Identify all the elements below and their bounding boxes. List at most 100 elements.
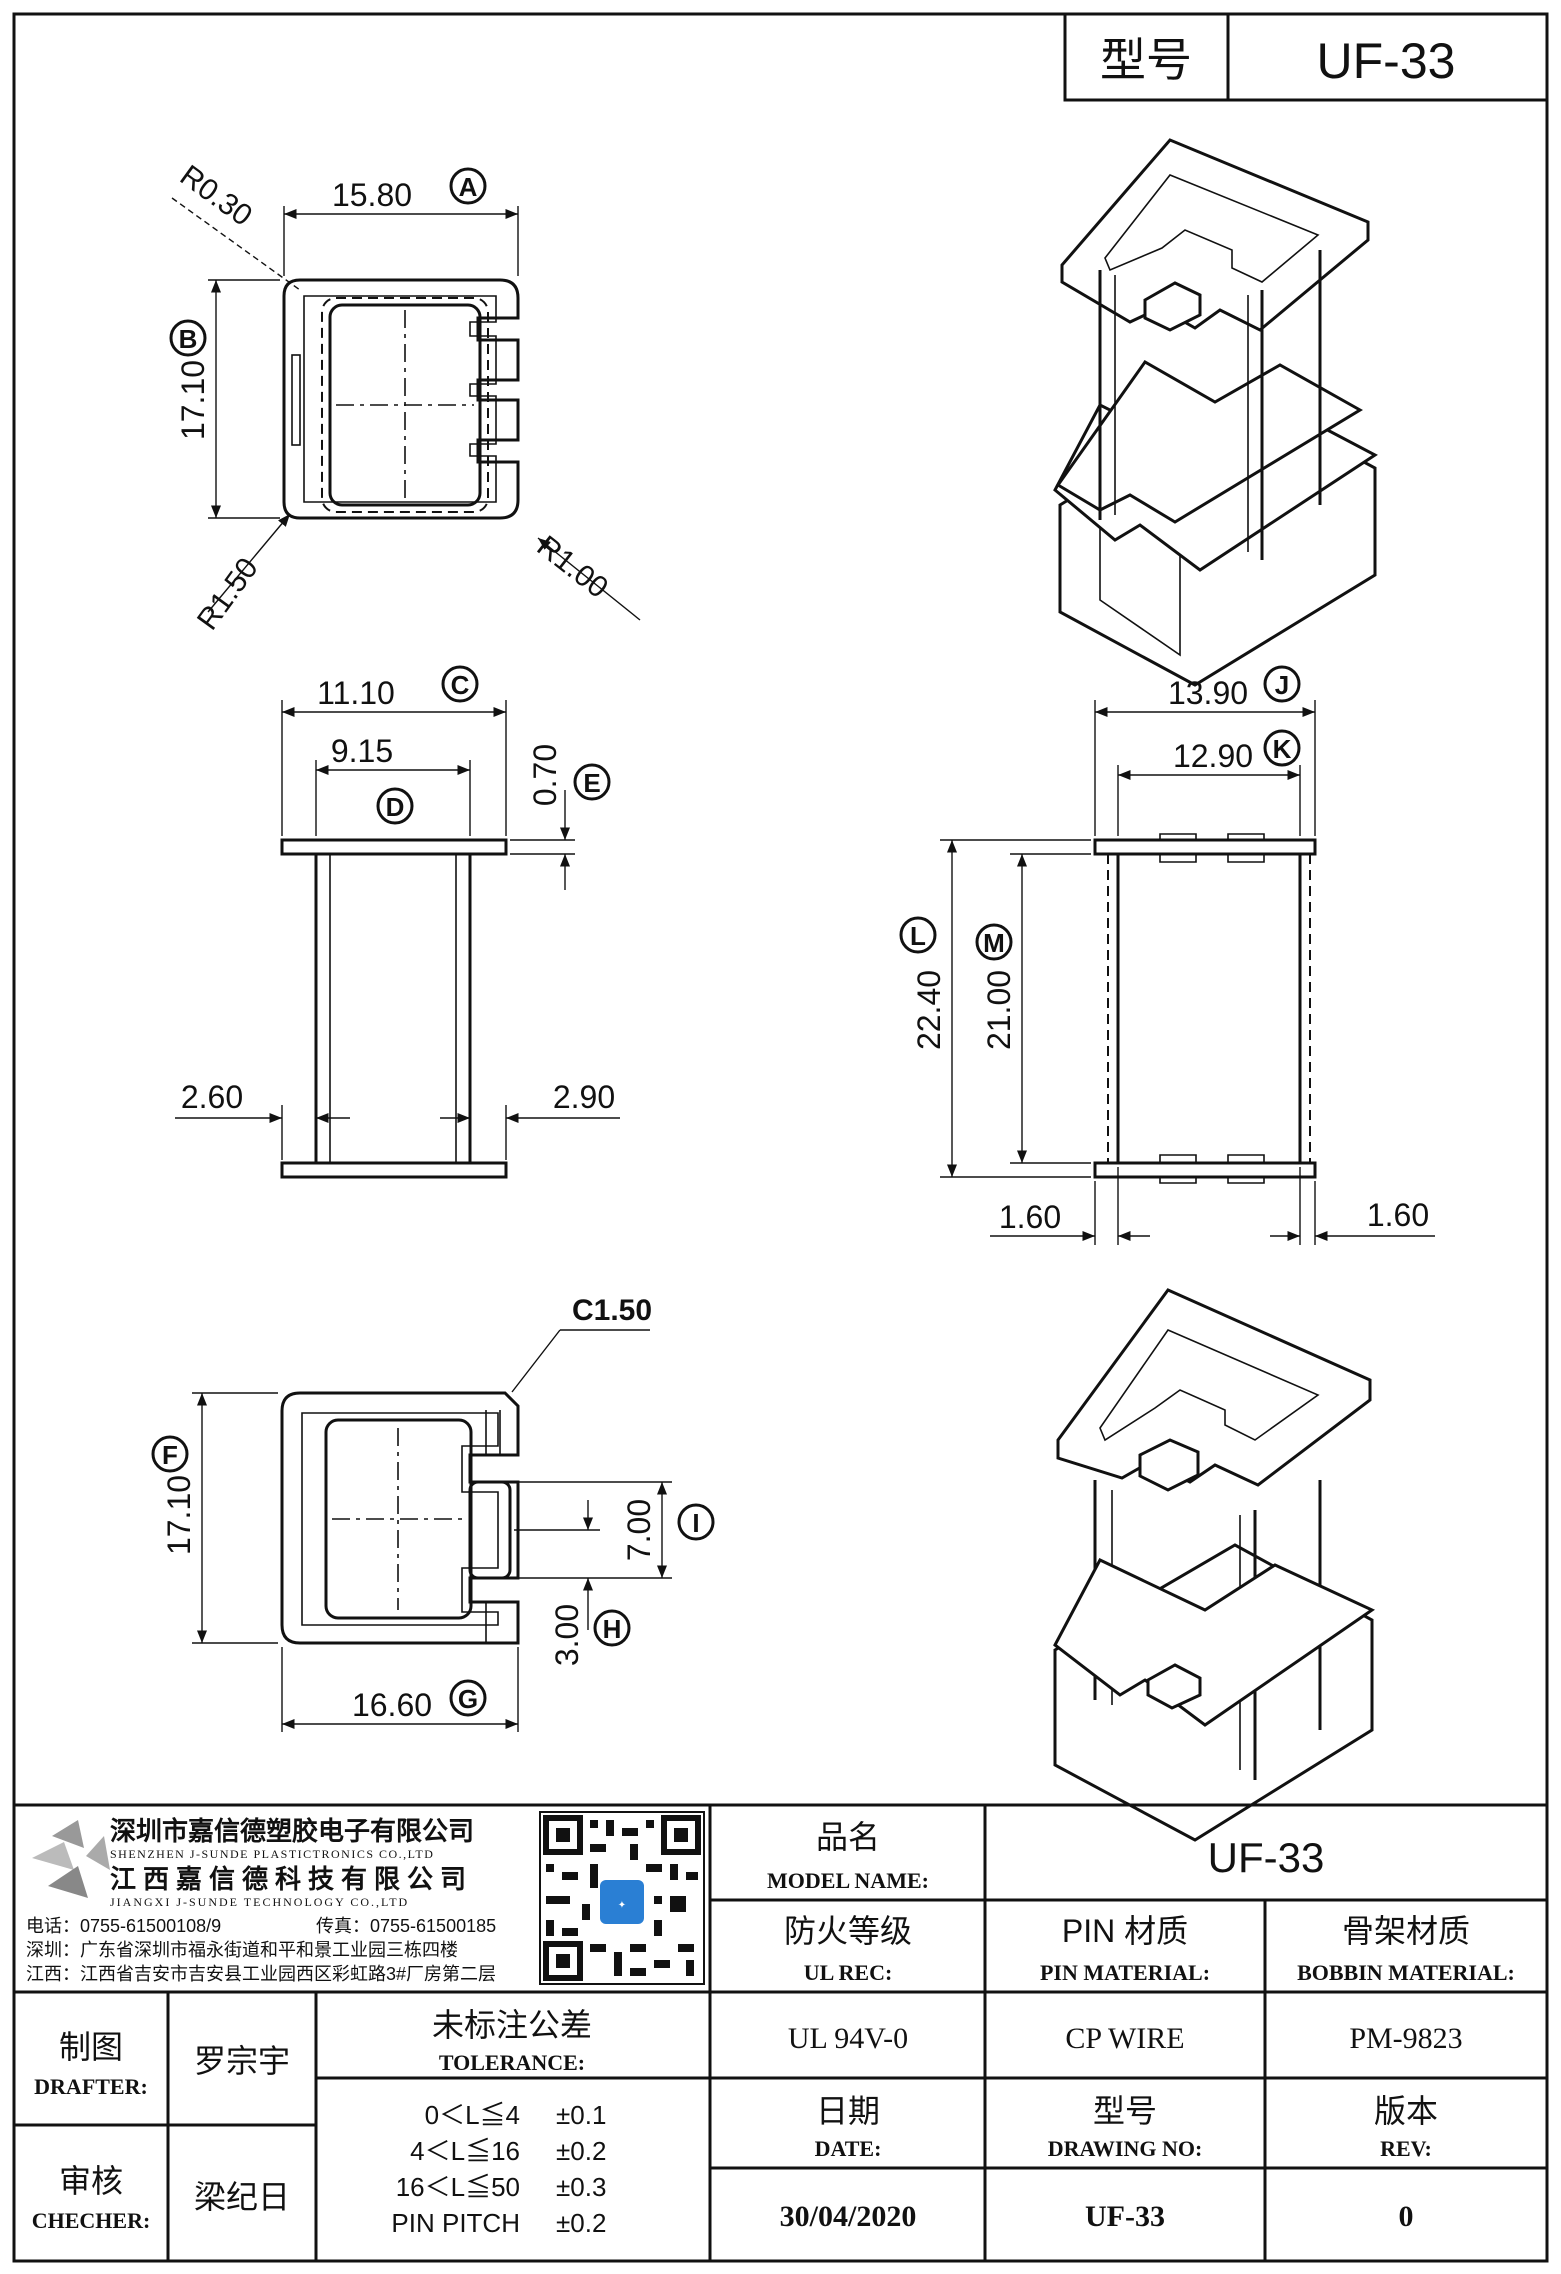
dim-side-right-value: 2.90 <box>553 1079 615 1115</box>
model-name-value: UF-33 <box>1208 1834 1325 1881</box>
company-name-en: SHENZHEN J-SUNDE PLASTICTRONICS CO.,LTD <box>110 1847 434 1861</box>
dim-front-left-value: 1.60 <box>999 1199 1061 1235</box>
tolerance-range-2: 4＜L≦16 <box>410 2136 520 2166</box>
title-label: 型号 <box>1100 34 1192 86</box>
top-view: 15.80 17.10 R0.30 R1.50 R1.00 A B <box>169 159 641 636</box>
balloon-f: F <box>151 1435 189 1473</box>
balloon-b: B <box>169 319 207 357</box>
drawing-no-cn: 型号 <box>1093 2093 1157 2129</box>
company-logo <box>32 1820 110 1898</box>
svg-text:D: D <box>386 792 405 822</box>
svg-text:C: C <box>451 670 470 700</box>
checker-cn: 审核 <box>59 2163 123 2199</box>
balloon-e: E <box>573 763 611 801</box>
dim-side-left-value: 2.60 <box>181 1079 243 1115</box>
iso-view-top <box>1053 138 1378 687</box>
dim-g-value: 16.60 <box>352 1687 432 1723</box>
dim-d-value: 9.15 <box>331 733 393 769</box>
title-value: UF-33 <box>1317 33 1456 89</box>
tolerance-range-1: 0＜L≦4 <box>425 2100 520 2130</box>
company-name-cn: 深圳市嘉信德塑胶电子有限公司 <box>110 1816 474 1846</box>
svg-text:H: H <box>603 1614 622 1644</box>
svg-text:M: M <box>983 928 1005 958</box>
dim-r030-value: R0.30 <box>174 159 258 233</box>
svg-text:A: A <box>459 172 478 202</box>
tolerance-en: TOLERANCE: <box>439 2050 585 2075</box>
dim-e-value: 0.70 <box>527 744 563 806</box>
balloon-k: K <box>1263 729 1301 767</box>
dim-r150-value: R1.50 <box>191 552 265 636</box>
balloon-a: A <box>449 167 487 205</box>
company-addr-jx: 江西：江西省吉安市吉安县工业园西区彩虹路3#厂房第二层 <box>26 1964 496 1984</box>
bobbin-material-en: BOBBIN MATERIAL: <box>1297 1960 1515 1985</box>
company-fax: 传真：0755-61500185 <box>316 1916 496 1936</box>
balloon-m: M <box>975 923 1013 961</box>
svg-text:G: G <box>458 1684 478 1714</box>
tolerance-table: 0＜L≦4 ±0.1 4＜L≦16 ±0.2 16＜L≦50 ±0.3 PIN … <box>391 2100 606 2238</box>
date-cn: 日期 <box>816 2093 880 2129</box>
svg-text:E: E <box>583 768 600 798</box>
svg-text:I: I <box>692 1508 699 1538</box>
dim-chamfer-value: C1.50 <box>572 1294 652 1327</box>
company2-name-en: JIANGXI J-SUNDE TECHNOLOGY CO.,LTD <box>110 1895 409 1909</box>
date-en: DATE: <box>815 2136 882 2161</box>
dim-k-value: 12.90 <box>1173 738 1253 774</box>
checker-value: 梁纪日 <box>194 2179 290 2215</box>
checker-en: CHECHER: <box>32 2208 151 2233</box>
dim-m-value: 21.00 <box>981 970 1017 1050</box>
ul-rec-value: UL 94V-0 <box>788 2022 908 2055</box>
dim-r100-value: R1.00 <box>531 530 614 605</box>
company-phone: 电话：0755-61500108/9 <box>26 1916 221 1936</box>
dim-b-value: 17.10 <box>175 360 211 440</box>
svg-text:B: B <box>179 324 198 354</box>
tolerance-cn: 未标注公差 <box>432 2007 592 2043</box>
drawing-no-en: DRAWING NO: <box>1048 2136 1203 2161</box>
svg-text:F: F <box>162 1440 178 1470</box>
company-addr-sz: 深圳：广东省深圳市福永街道和平和景工业园三栋四楼 <box>26 1940 458 1960</box>
pin-material-cn: PIN 材质 <box>1062 1913 1188 1949</box>
qr-code: ✦ <box>539 1811 705 1985</box>
ul-rec-cn: 防火等级 <box>784 1913 912 1949</box>
tolerance-range-4: PIN PITCH <box>391 2208 520 2238</box>
sheet-border <box>12 12 1549 2263</box>
tolerance-value-1: ±0.1 <box>556 2100 606 2130</box>
ul-rec-en: UL REC: <box>804 1960 893 1985</box>
dim-c-value: 11.10 <box>317 675 395 711</box>
rev-cn: 版本 <box>1374 2093 1438 2129</box>
title-block: 型号 UF-33 <box>1063 12 1549 102</box>
pin-material-value: CP WIRE <box>1065 2022 1184 2055</box>
bobbin-material-cn: 骨架材质 <box>1342 1913 1470 1949</box>
dim-h-value: 3.00 <box>549 1604 585 1666</box>
bobbin-material-value: PM-9823 <box>1349 2022 1462 2055</box>
date-value: 30/04/2020 <box>780 2200 917 2233</box>
svg-text:K: K <box>1273 734 1292 764</box>
bottom-view: C1.50 17.10 7.00 3.00 16.60 F I H G <box>151 1294 715 1732</box>
balloon-j: J <box>1263 665 1301 703</box>
dim-j-value: 13.90 <box>1168 675 1248 711</box>
pin-material-en: PIN MATERIAL: <box>1040 1960 1210 1985</box>
title-table: 深圳市嘉信德塑胶电子有限公司 SHENZHEN J-SUNDE PLASTICT… <box>14 1803 1547 2261</box>
dim-front-right-value: 1.60 <box>1367 1197 1429 1233</box>
tolerance-value-4: ±0.2 <box>556 2208 606 2238</box>
front-view: 13.90 12.90 22.40 21.00 1.60 1.60 J K L <box>899 665 1435 1245</box>
svg-text:L: L <box>910 921 926 951</box>
dim-f-value: 17.10 <box>161 1475 197 1555</box>
tolerance-value-3: ±0.3 <box>556 2172 606 2202</box>
model-name-en: MODEL NAME: <box>767 1868 929 1893</box>
balloon-l: L <box>899 916 937 954</box>
drafter-cn: 制图 <box>59 2029 123 2065</box>
tolerance-range-3: 16＜L≦50 <box>396 2172 520 2202</box>
model-name-cn: 品名 <box>816 1819 880 1855</box>
top-view-outline <box>282 278 520 520</box>
iso-view-bottom <box>1053 1288 1376 1842</box>
drawing-no-value: UF-33 <box>1085 2200 1165 2233</box>
balloon-c: C <box>441 665 479 703</box>
balloon-d: D <box>376 787 414 825</box>
dim-i-value: 7.00 <box>621 1499 657 1561</box>
rev-value: 0 <box>1399 2200 1414 2233</box>
company2-name-cn: 江西嘉信德科技有限公司 <box>110 1864 473 1894</box>
rev-en: REV: <box>1380 2136 1432 2161</box>
svg-text:✦: ✦ <box>618 1900 626 1911</box>
side-view: 11.10 9.15 0.70 2.60 2.90 C D E <box>175 665 620 1179</box>
balloon-h: H <box>593 1609 631 1647</box>
